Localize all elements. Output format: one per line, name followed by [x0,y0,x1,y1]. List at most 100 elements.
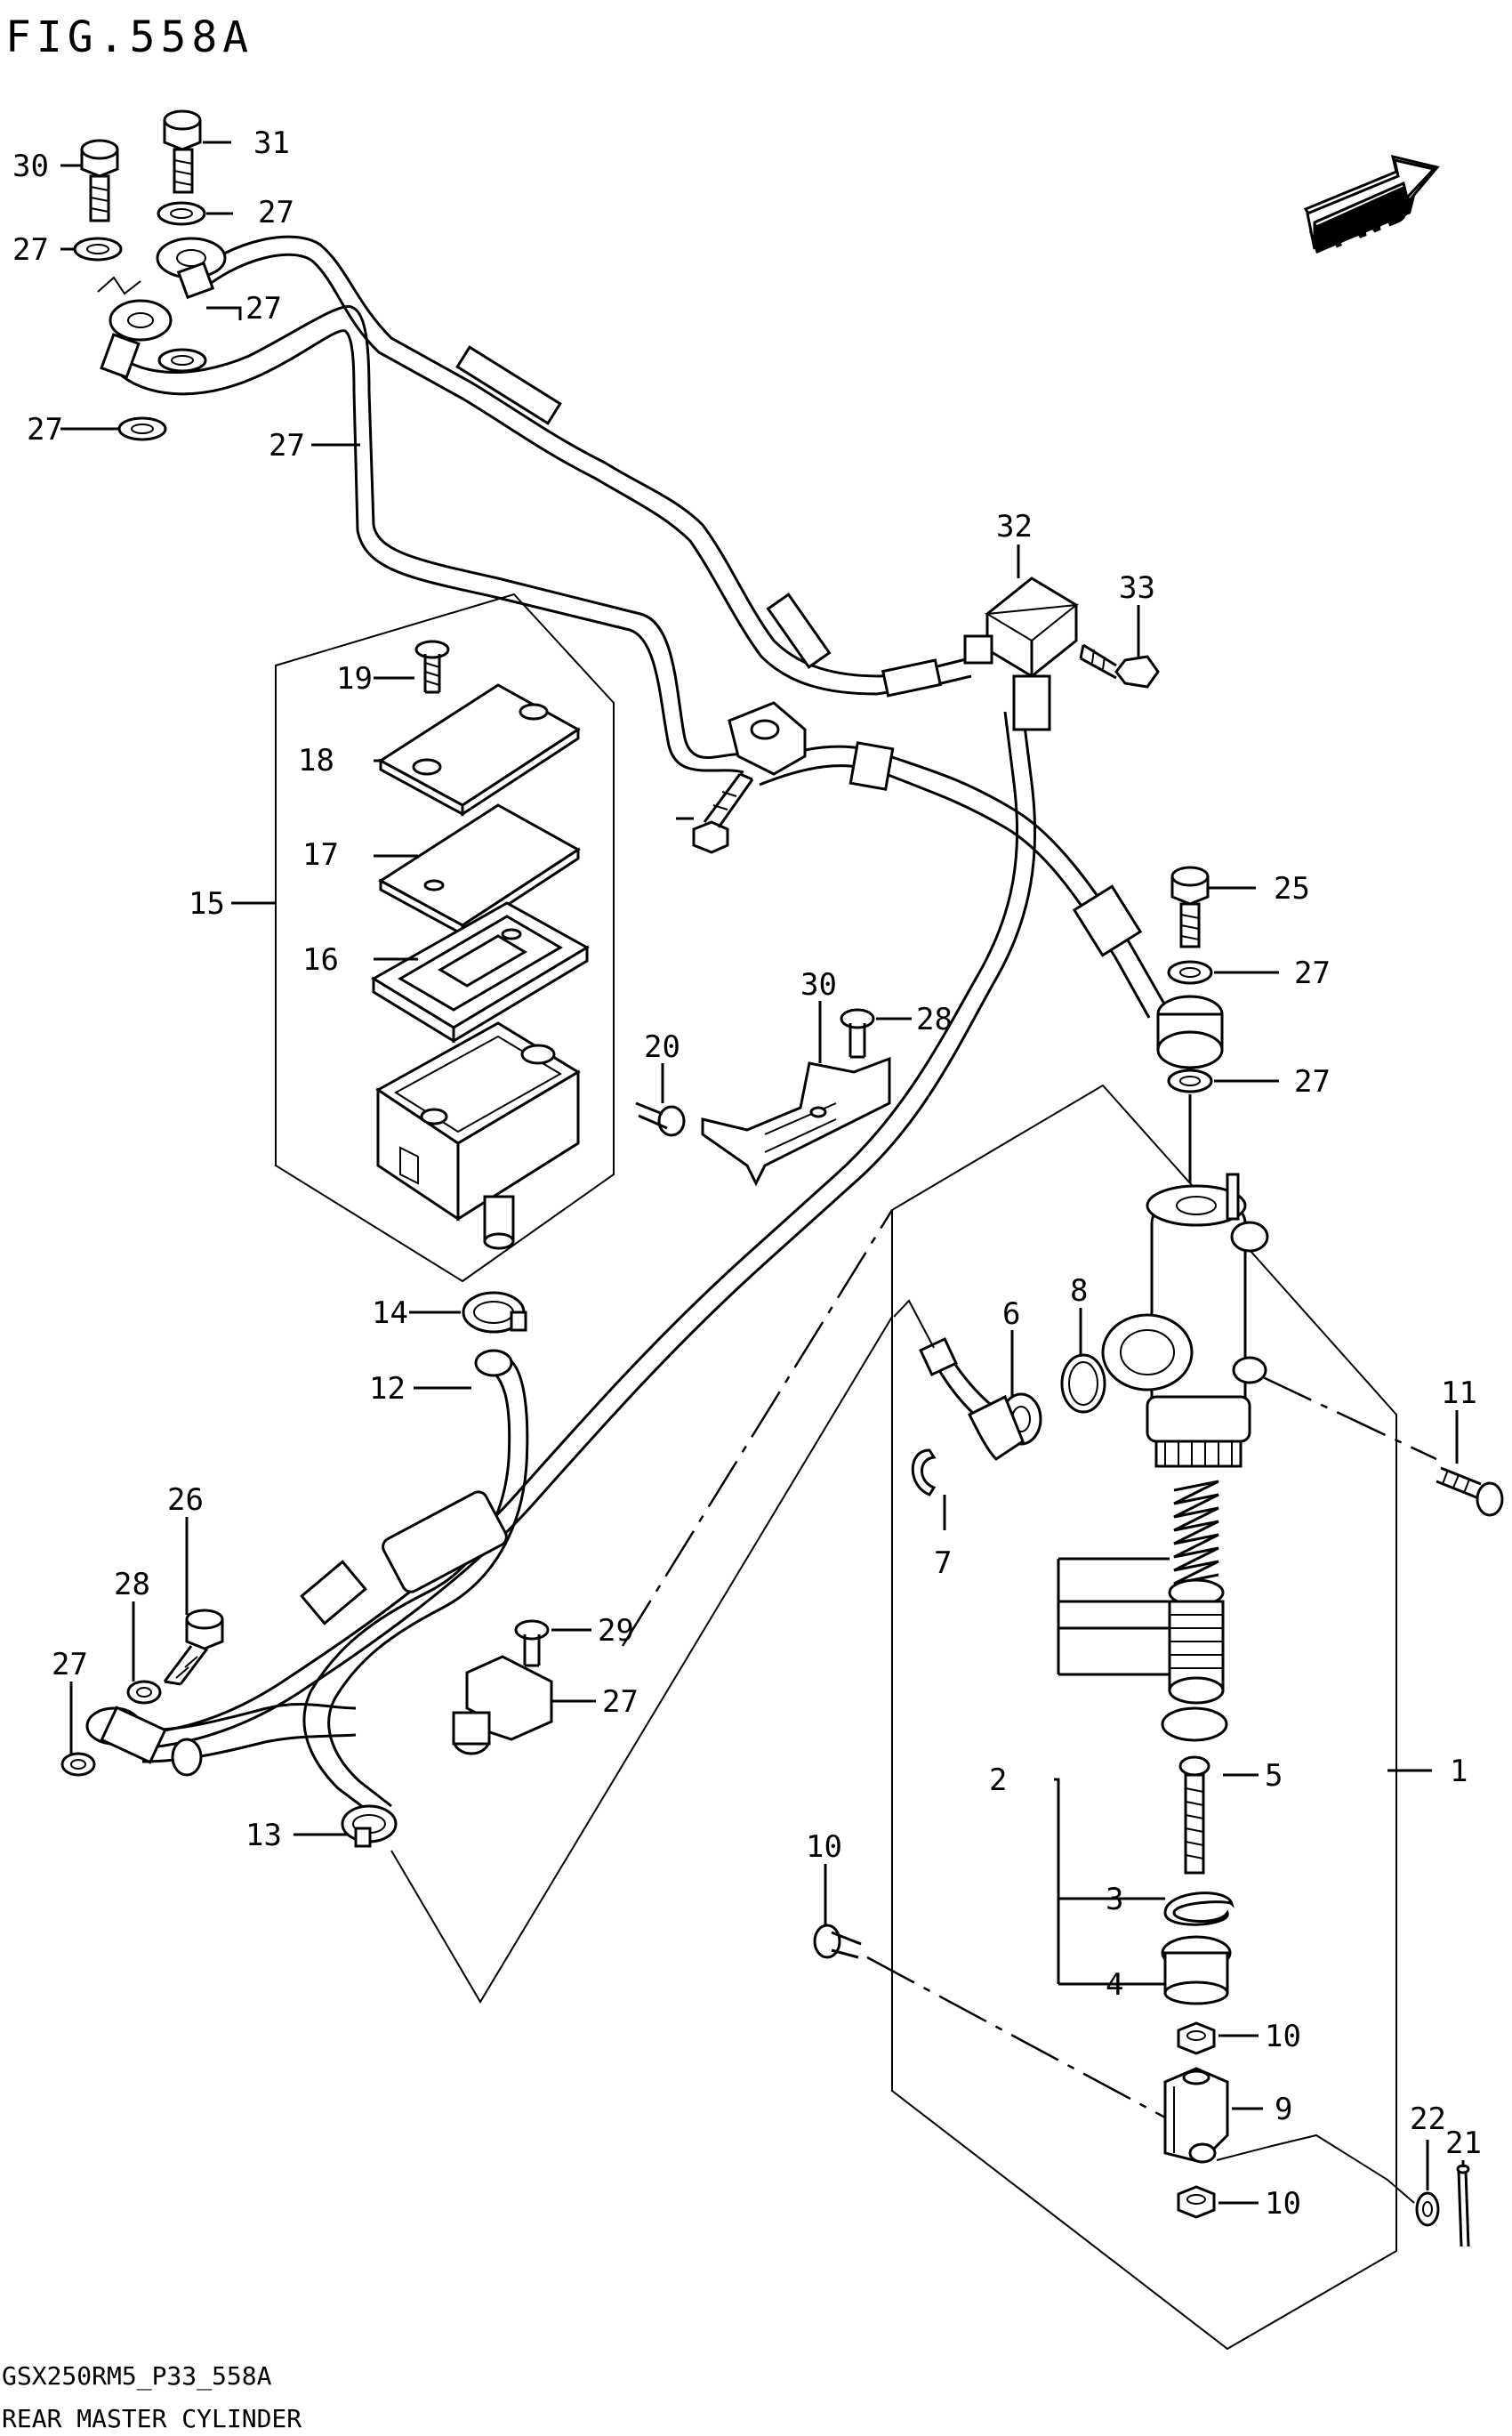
washer-27e [1167,960,1213,985]
callout-24a: 25 [1274,871,1310,907]
leader-lines [60,141,1465,2205]
callout-9: 9 [1275,2092,1292,2127]
callout-29: 30 [800,967,837,1003]
brake-hose-upper [190,235,972,698]
circlip-7 [911,1448,937,1496]
callout-16: 15 [189,886,225,922]
spring [1173,1480,1219,1585]
banjo-fitting-lower-left-2 [85,1706,203,1777]
banjo-connector-upper [728,701,807,776]
callout-23: 22 [1410,2101,1446,2137]
callout-19: 18 [298,743,334,778]
callout-7: 7 [934,1545,952,1581]
break-mark [97,276,141,295]
callout-10a: 10 [1265,2019,1301,2054]
reservoir-hose-long [141,711,1037,1750]
banjo-fitting-right [1156,995,1224,1069]
clevis-9 [1163,2067,1229,2164]
callout-28b: 29 [598,1613,634,1649]
cotter-pin-22 [1456,2164,1470,2247]
callout-12: 11 [1441,1375,1477,1411]
callout-8: 8 [1070,1273,1088,1309]
brake-hose-26 [114,305,748,774]
banjo-fitting-lower-left [100,299,173,379]
hose-clip-14 [341,1804,398,1848]
master-cylinder-frame [891,1084,1397,2351]
callout-18: 17 [302,837,339,873]
bolt-30a [80,139,119,222]
circlip-3 [1163,1892,1235,1926]
callout-27c: 27 [245,291,282,327]
washer-27b [157,201,206,226]
boot-4 [1161,1935,1232,2005]
junction-31 [963,577,1080,731]
callout-1: 1 [1450,1754,1468,1789]
reservoir-hose-13 [300,1349,529,1817]
hose-guide-line [893,1299,935,1349]
callout-27d: 27 [27,412,63,448]
callout-27g: 28 [114,1567,150,1602]
callout-21: 20 [644,1029,680,1065]
washer-27a [73,237,123,262]
bolt-12 [1262,1375,1504,1517]
reservoir-cap-19 [378,683,581,817]
washer-27f [1167,1069,1213,1093]
callout-5: 5 [1265,1758,1283,1794]
washer-27d [117,416,167,441]
callout-27h: 27 [52,1647,88,1682]
reservoir-body [375,1021,581,1250]
callout-30a: 30 [12,149,49,184]
bolt-30b [163,109,202,194]
callout-13: 12 [369,1371,406,1407]
callout-27a: 27 [258,195,294,230]
callout-10b: 10 [1265,2186,1301,2222]
callout-3: 3 [1106,1882,1123,1917]
brake-hose-main [755,741,1167,1019]
figure-caption: REAR MASTER CYLINDER [2,2404,302,2433]
washer-23 [1415,2191,1440,2227]
screw-20 [414,640,450,694]
callout-11: 10 [806,1829,842,1865]
screw-21 [635,1101,686,1137]
callout-20: 19 [336,661,373,697]
callout-numbers: 30 31 27 27 27 27 27 32 33 19 18 17 15 2… [12,125,1482,2222]
callout-25: 27 [602,1684,639,1720]
callout-32: 33 [1119,570,1155,606]
diaphragm-17 [371,901,590,1044]
bolt-24a [1170,866,1210,948]
nut-10b [1177,2185,1216,2219]
o-ring-8 [1060,1353,1106,1414]
callout-24b: 26 [167,1482,204,1518]
bolt-33 [692,772,754,854]
callout-15: 14 [372,1295,408,1331]
diaphragm-plate-18 [378,803,581,937]
fwd-arrow-icon: FWD [1303,154,1440,256]
callout-4: 4 [1106,1967,1123,2003]
figure-code: GSX250RM5_P33_558A [2,2361,272,2392]
callout-27b: 27 [12,232,49,268]
hose-clip-15 [462,1291,527,1334]
elbow-fitting-6 [919,1337,1042,1461]
pin-11 [813,1924,1166,2119]
clip-guide-line [390,1316,893,2004]
reservoir-kit-frame [275,593,615,1283]
master-cylinder-body [1101,1094,1269,1468]
callout-17: 16 [302,942,339,978]
washer-27h [60,1752,96,1777]
pin-alignment-line [1216,2134,1415,2204]
callout-6: 6 [1002,1296,1020,1332]
washer-27c [157,348,207,373]
nut-10a [1177,2021,1216,2055]
callout-2: 2 [989,1762,1007,1798]
callout-27e: 27 [1294,956,1331,991]
callout-27f: 27 [1294,1064,1331,1100]
figure-title: FIG.558A [5,12,253,62]
pushrod-5 [1161,1706,1228,1875]
screw-28a [840,1008,875,1059]
callout-31: 32 [996,509,1033,544]
callout-26: 27 [269,428,305,464]
callout-28a: 28 [916,1002,953,1037]
banjo-fitting-upper-left [156,237,227,300]
callout-22: 21 [1445,2125,1482,2161]
